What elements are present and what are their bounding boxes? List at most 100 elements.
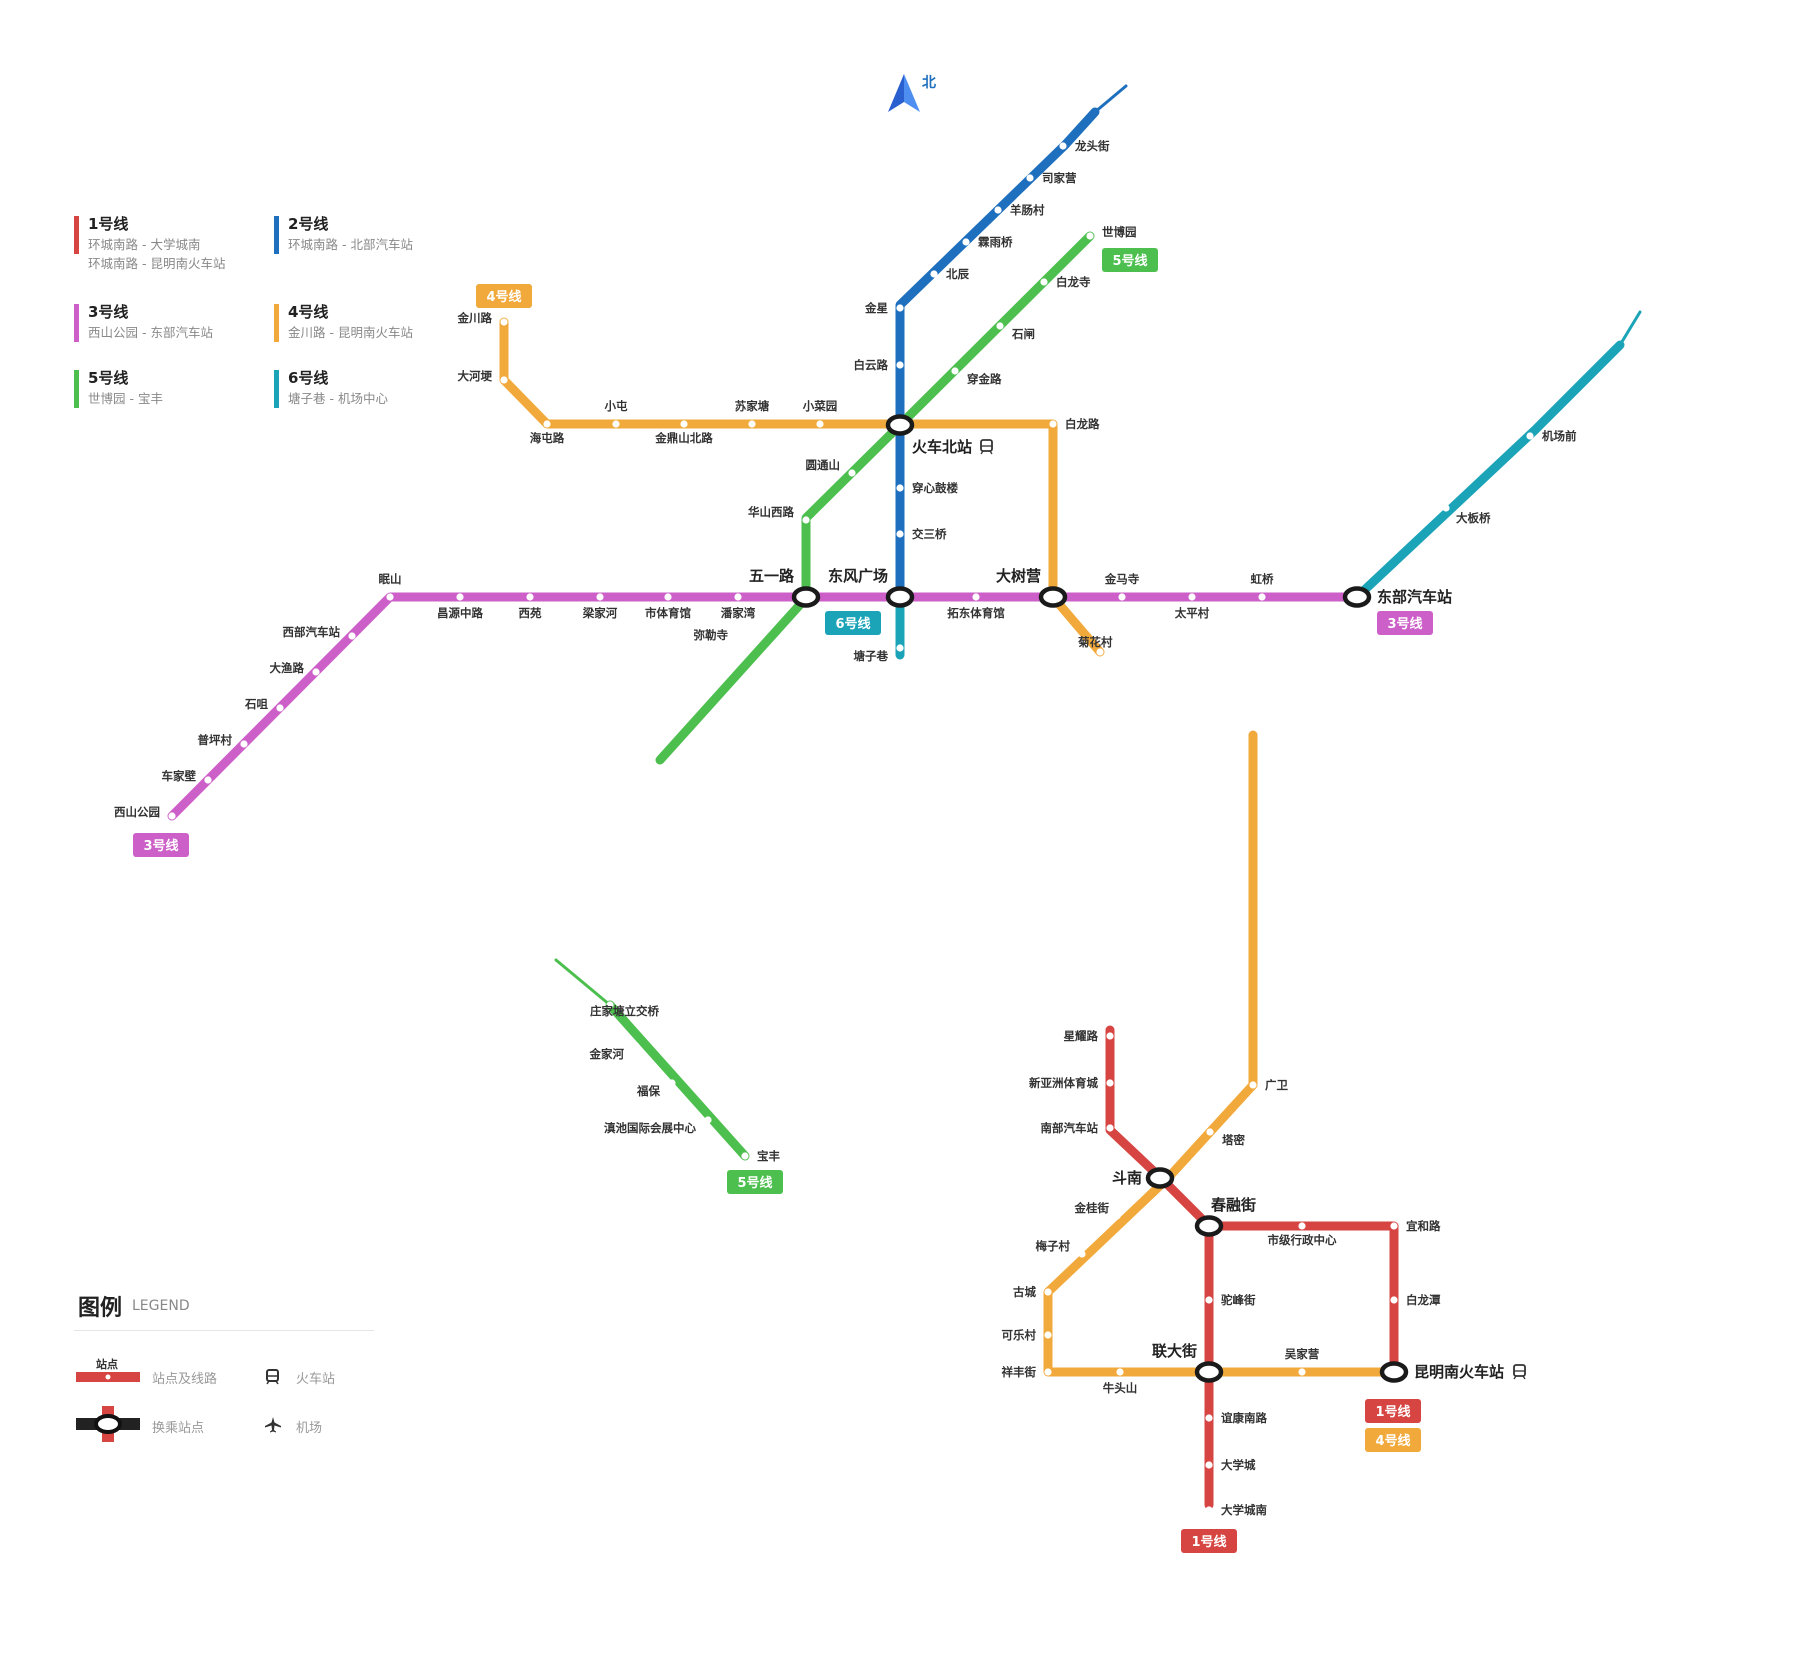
station-dot[interactable]	[1526, 432, 1534, 440]
station-dot[interactable]	[1113, 1212, 1121, 1220]
station-dot[interactable]	[816, 420, 824, 428]
station-dot[interactable]	[1059, 142, 1067, 150]
station-dot[interactable]	[668, 1079, 676, 1087]
station-dot[interactable]	[896, 530, 904, 538]
station-dot[interactable]	[456, 593, 464, 601]
station-dot[interactable]	[896, 304, 904, 312]
station-label: 机场前	[1542, 429, 1577, 443]
station-dot[interactable]	[896, 361, 904, 369]
station-label: 西苑	[519, 606, 542, 620]
station-dot[interactable]	[736, 641, 744, 649]
station-label: 塔密	[1222, 1133, 1245, 1147]
station-dot[interactable]	[1096, 648, 1104, 656]
station-dot[interactable]	[664, 593, 672, 601]
station-label: 白龙寺	[1056, 275, 1091, 289]
station-dot[interactable]	[1298, 1222, 1306, 1230]
station-dot[interactable]	[741, 1152, 749, 1160]
station-label: 梅子村	[1036, 1239, 1071, 1253]
station-label: 大河埂	[458, 369, 493, 383]
legend-line-desc: 环城南路 - 北部汽车站	[288, 235, 478, 254]
transfer-station[interactable]	[1342, 586, 1372, 608]
station-dot[interactable]	[1442, 504, 1450, 512]
station-dot[interactable]	[1298, 1368, 1306, 1376]
station-dot[interactable]	[1206, 1128, 1214, 1136]
station-dot[interactable]	[962, 238, 970, 246]
station-dot[interactable]	[1390, 1222, 1398, 1230]
legend-line-name: 4号线	[288, 303, 329, 321]
station-dot[interactable]	[1258, 593, 1266, 601]
station-dot[interactable]	[994, 206, 1002, 214]
station-dot[interactable]	[1106, 1124, 1114, 1132]
station-dot[interactable]	[1205, 1414, 1213, 1422]
station-dot[interactable]	[1044, 1331, 1052, 1339]
transfer-station[interactable]	[1194, 1215, 1224, 1237]
transfer-station[interactable]	[885, 414, 915, 436]
station-dot[interactable]	[1249, 1081, 1257, 1089]
station-dot[interactable]	[1044, 1288, 1052, 1296]
station-dot[interactable]	[1106, 1079, 1114, 1087]
station-dot[interactable]	[996, 322, 1004, 330]
station-label: 车家壁	[162, 769, 197, 783]
transfer-station[interactable]	[1145, 1167, 1175, 1189]
transfer-station[interactable]	[1038, 586, 1068, 608]
station-dots	[168, 142, 1534, 1514]
station-dot[interactable]	[748, 420, 756, 428]
station-dot[interactable]	[896, 484, 904, 492]
station-dot[interactable]	[612, 420, 620, 428]
station-label: 市级行政中心	[1268, 1233, 1337, 1247]
station-dot[interactable]	[543, 420, 551, 428]
station-label: 小屯	[604, 399, 628, 413]
transfer-station[interactable]	[1194, 1361, 1224, 1383]
station-dot[interactable]	[312, 668, 320, 676]
station-dot[interactable]	[1116, 1368, 1124, 1376]
station-dot[interactable]	[1086, 232, 1094, 240]
station-dot[interactable]	[596, 593, 604, 601]
station-label: 市体育馆	[645, 606, 691, 620]
transfer-station-label: 联大街	[1152, 1342, 1197, 1360]
station-dot[interactable]	[1078, 1250, 1086, 1258]
station-label: 金星	[864, 301, 888, 315]
station-dot[interactable]	[500, 376, 508, 384]
station-dot[interactable]	[276, 704, 284, 712]
station-dot[interactable]	[1390, 1296, 1398, 1304]
station-label: 金家河	[589, 1047, 625, 1061]
station-dot[interactable]	[526, 593, 534, 601]
station-dot[interactable]	[802, 516, 810, 524]
station-label: 驼峰街	[1221, 1293, 1256, 1307]
station-dot[interactable]	[386, 593, 394, 601]
station-dot[interactable]	[930, 270, 938, 278]
station-dot[interactable]	[972, 593, 980, 601]
station-dot[interactable]	[240, 740, 248, 748]
train-icon	[980, 439, 993, 455]
line2-tail	[1093, 84, 1128, 114]
station-dot[interactable]	[204, 776, 212, 784]
station-dot[interactable]	[1188, 593, 1196, 601]
station-dot[interactable]	[500, 318, 508, 326]
station-dot[interactable]	[1106, 1032, 1114, 1040]
station-dot[interactable]	[1026, 174, 1034, 182]
transfer-station-label: 昆明南火车站	[1414, 1363, 1504, 1381]
station-dot[interactable]	[680, 420, 688, 428]
transfer-station-label: 火车北站	[912, 438, 972, 456]
line5-route-south	[605, 1000, 750, 1161]
station-dot[interactable]	[632, 1042, 640, 1050]
station-dot[interactable]	[848, 469, 856, 477]
station-dot[interactable]	[734, 593, 742, 601]
station-dot[interactable]	[168, 812, 176, 820]
station-dot[interactable]	[951, 367, 959, 375]
station-dot[interactable]	[1205, 1296, 1213, 1304]
station-dot[interactable]	[1040, 278, 1048, 286]
transfer-station[interactable]	[1379, 1361, 1409, 1383]
station-dot[interactable]	[896, 644, 904, 652]
station-dot[interactable]	[1049, 420, 1057, 428]
station-dot[interactable]	[1205, 1461, 1213, 1469]
transfer-station[interactable]	[885, 586, 915, 608]
station-dot[interactable]	[348, 632, 356, 640]
station-dot[interactable]	[606, 1001, 614, 1009]
station-dot[interactable]	[1118, 593, 1126, 601]
station-dot[interactable]	[704, 1116, 712, 1124]
station-label: 世博园	[1102, 225, 1137, 239]
station-dot[interactable]	[1044, 1368, 1052, 1376]
station-dot[interactable]	[1205, 1506, 1213, 1514]
transfer-station[interactable]	[791, 586, 821, 608]
